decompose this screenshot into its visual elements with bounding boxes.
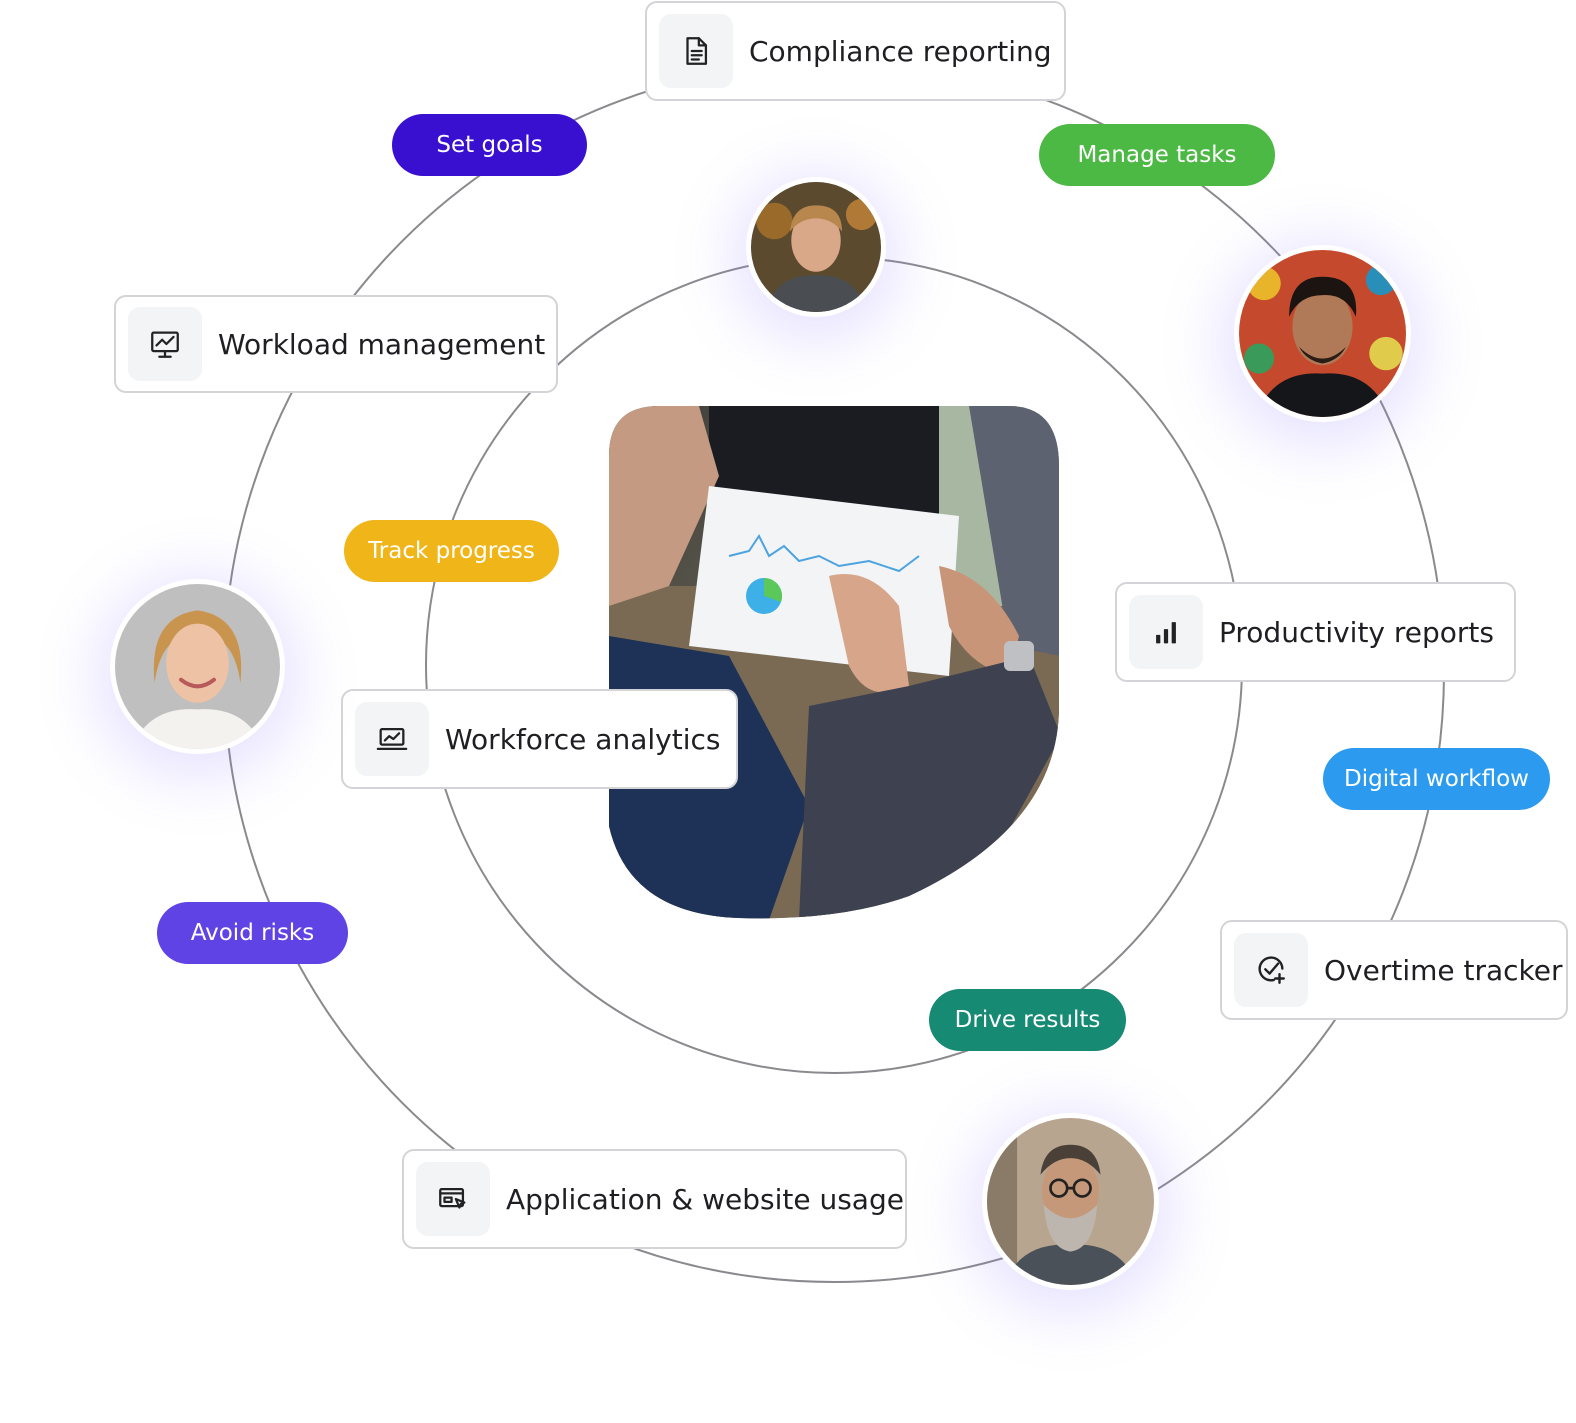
laptop-chart-icon <box>376 727 408 751</box>
avatar-smiling-woman <box>110 579 285 754</box>
center-meeting-photo <box>609 406 1059 919</box>
application-website-usage-label: Application & website usage <box>506 1182 904 1216</box>
document-icon <box>686 37 708 65</box>
track-progress-pill: Track progress <box>344 520 559 582</box>
application-website-usage-card[interactable]: Application & website usage <box>402 1149 907 1249</box>
productivity-icon-tile <box>1129 595 1203 669</box>
bar-chart-icon <box>1156 622 1176 644</box>
check-plus-icon <box>1258 956 1285 984</box>
workload-icon-tile <box>128 307 202 381</box>
workload-management-label: Workload management <box>218 327 546 361</box>
browser-cursor-icon <box>439 1187 466 1209</box>
manage-tasks-pill: Manage tasks <box>1039 124 1275 186</box>
avatar-young-man <box>746 177 886 317</box>
monitor-chart-icon <box>151 331 179 358</box>
compliance-icon-tile <box>659 14 733 88</box>
workforce-analytics-card[interactable]: Workforce analytics <box>341 689 738 789</box>
overtime-tracker-card[interactable]: Overtime tracker <box>1220 920 1568 1020</box>
workforce-analytics-label: Workforce analytics <box>445 722 721 756</box>
workforce-icon-tile <box>355 702 429 776</box>
application-icon-tile <box>416 1162 490 1236</box>
avatar-man-colorful-background <box>1234 245 1411 422</box>
overtime-icon-tile <box>1234 933 1308 1007</box>
avoid-risks-pill: Avoid risks <box>157 902 348 964</box>
productivity-reports-label: Productivity reports <box>1219 615 1494 649</box>
set-goals-pill: Set goals <box>392 114 587 176</box>
compliance-reporting-card[interactable]: Compliance reporting <box>645 1 1066 101</box>
workload-management-card[interactable]: Workload management <box>114 295 558 393</box>
digital-workflow-pill: Digital workflow <box>1323 748 1550 810</box>
avatar-bearded-man-glasses <box>982 1113 1159 1290</box>
productivity-reports-card[interactable]: Productivity reports <box>1115 582 1516 682</box>
overtime-tracker-label: Overtime tracker <box>1324 953 1563 987</box>
drive-results-pill: Drive results <box>929 989 1126 1051</box>
compliance-reporting-label: Compliance reporting <box>749 34 1052 68</box>
